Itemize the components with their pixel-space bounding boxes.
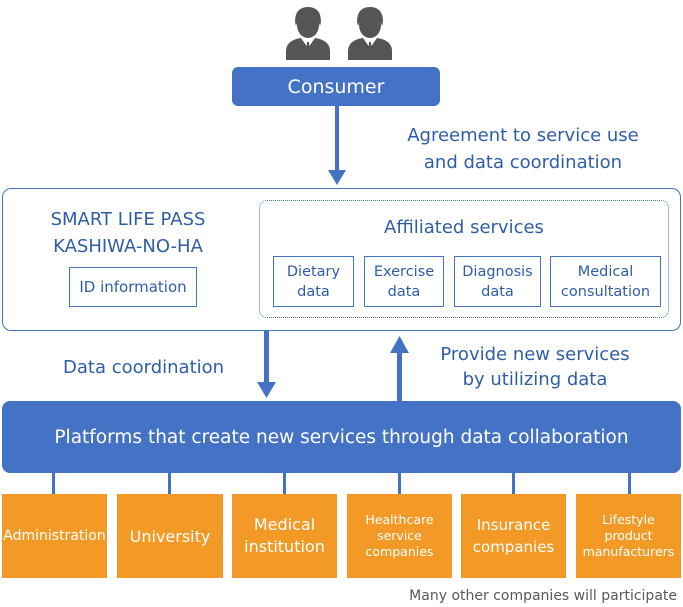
smart-life-pass-line-1: SMART LIFE PASS — [50, 209, 206, 230]
id-information-label: ID information — [79, 278, 187, 296]
smart-life-pass-box — [2, 188, 681, 331]
provide-line-1: Provide new services — [440, 344, 630, 365]
person-icon — [348, 7, 392, 60]
agreement-line-1: Agreement to service use — [407, 125, 639, 146]
affiliated-services-box — [259, 200, 669, 318]
arrow-data-coordination — [257, 331, 276, 398]
consumer-box: Consumer — [232, 67, 440, 106]
connector — [283, 473, 286, 494]
agreement-text: Agreement to service use and data coordi… — [388, 122, 658, 176]
platform-bar: Platforms that create new services throu… — [2, 401, 681, 473]
agreement-line-2: and data coordination — [423, 152, 623, 173]
smart-life-pass-line-2: KASHIWA-NO-HA — [53, 236, 203, 257]
stakeholder-administration: Administration — [2, 494, 107, 578]
footer-note: Many other companies will participate — [409, 588, 677, 604]
affiliated-services-title: Affiliated services — [384, 217, 544, 238]
connector — [168, 473, 171, 494]
arrow-consumer-to-pass — [328, 106, 346, 185]
connector — [398, 473, 401, 494]
connector — [628, 473, 631, 494]
data-coordination-label: Data coordination — [63, 357, 225, 378]
connector — [512, 473, 515, 494]
smart-life-pass-title: SMART LIFE PASS KASHIWA-NO-HA — [22, 206, 234, 260]
provide-line-2: by utilizing data — [462, 369, 608, 390]
stakeholder-university: University — [117, 494, 223, 578]
connector — [52, 473, 55, 494]
arrow-provide-services — [390, 336, 409, 401]
consumer-label: Consumer — [287, 75, 385, 98]
provide-services-text: Provide new services by utilizing data — [410, 342, 660, 392]
id-information-box: ID information — [69, 267, 197, 307]
person-icon — [286, 7, 330, 60]
platform-label: Platforms that create new services throu… — [54, 426, 629, 448]
